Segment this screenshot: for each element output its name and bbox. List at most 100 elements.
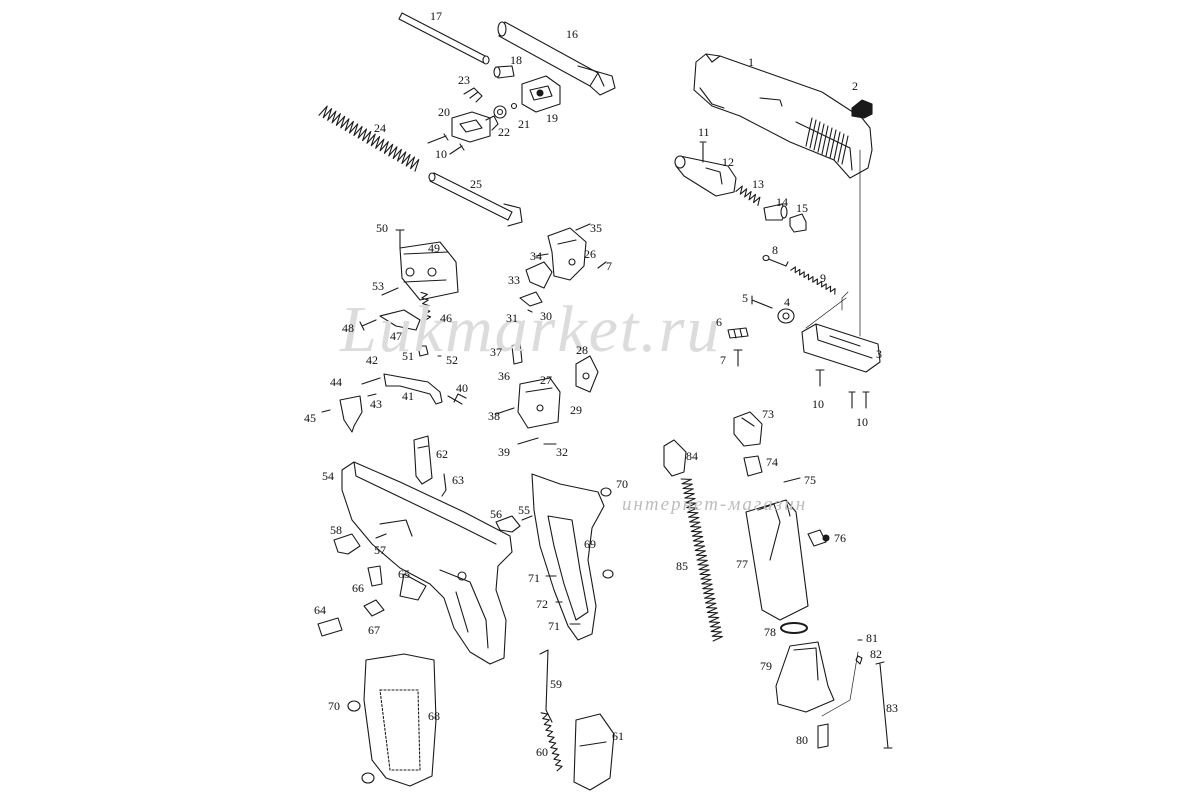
callout-72: 72 bbox=[536, 597, 548, 611]
callout-57: 57 bbox=[374, 543, 386, 557]
part-73-block bbox=[733, 411, 763, 447]
callout-51: 51 bbox=[402, 349, 414, 363]
part-17-guide-tube bbox=[398, 12, 490, 65]
callout-64: 64 bbox=[314, 603, 326, 617]
callout-49: 49 bbox=[428, 241, 440, 255]
part-60-spring bbox=[540, 712, 563, 772]
callout-3: 3 bbox=[876, 347, 882, 361]
part-62-magazine-catch bbox=[413, 435, 433, 485]
part-6-spring-cap bbox=[727, 327, 749, 339]
part-61-grip-housing bbox=[573, 713, 615, 791]
callout-85: 85 bbox=[676, 559, 688, 573]
part-74-block bbox=[743, 455, 763, 477]
part-10-screw-a bbox=[427, 133, 449, 144]
callout-79: 79 bbox=[760, 659, 772, 673]
callout-54: 54 bbox=[322, 469, 334, 483]
callout-35: 35 bbox=[590, 221, 602, 235]
callout-55: 55 bbox=[518, 503, 530, 517]
part-46-spring bbox=[420, 291, 432, 321]
callout-10-b: 10 bbox=[812, 397, 824, 411]
callout-12: 12 bbox=[722, 155, 734, 169]
part-84-follower-cap bbox=[663, 439, 687, 477]
callout-68: 68 bbox=[428, 709, 440, 723]
part-9-spring bbox=[790, 266, 836, 295]
callout-28: 28 bbox=[576, 343, 588, 357]
part-8-plunger bbox=[762, 254, 789, 267]
callout-43: 43 bbox=[370, 397, 382, 411]
part-10-screw-e bbox=[862, 391, 870, 409]
callout-74: 74 bbox=[766, 455, 778, 469]
callout-31: 31 bbox=[506, 311, 518, 325]
part-4-roller bbox=[777, 308, 795, 324]
part-57-screw bbox=[375, 533, 387, 539]
callout-39: 39 bbox=[498, 445, 510, 459]
part-56-latch bbox=[495, 515, 521, 533]
callout-1: 1 bbox=[748, 55, 754, 69]
callout-82: 82 bbox=[870, 647, 882, 661]
callout-71-b: 71 bbox=[548, 619, 560, 633]
callout-32: 32 bbox=[556, 445, 568, 459]
part-44-trigger bbox=[339, 395, 363, 433]
part-42-43-pins bbox=[361, 377, 381, 397]
callout-7-a: 7 bbox=[606, 259, 612, 273]
callout-18: 18 bbox=[510, 53, 522, 67]
callout-77: 77 bbox=[736, 557, 748, 571]
callout-81: 81 bbox=[866, 631, 878, 645]
part-70-screw-d bbox=[361, 772, 375, 784]
callout-7-b: 7 bbox=[720, 353, 726, 367]
part-40-spring bbox=[447, 393, 467, 405]
callout-84: 84 bbox=[686, 449, 698, 463]
part-12-nozzle bbox=[674, 155, 737, 197]
part-21-22-nut-washer bbox=[493, 102, 518, 119]
callout-58: 58 bbox=[330, 523, 342, 537]
part-45-pin bbox=[321, 409, 331, 413]
part-54-frame bbox=[341, 461, 513, 665]
callout-46: 46 bbox=[440, 311, 452, 325]
part-41-bar bbox=[383, 373, 443, 405]
part-13-spring bbox=[735, 185, 761, 206]
callout-2: 2 bbox=[852, 79, 858, 93]
callout-17: 17 bbox=[430, 9, 442, 23]
callout-34: 34 bbox=[530, 249, 542, 263]
callout-56: 56 bbox=[490, 507, 502, 521]
callout-37: 37 bbox=[490, 345, 502, 359]
part-51-52-pins bbox=[417, 345, 442, 357]
part-19-hop-up-block bbox=[521, 75, 561, 113]
part-77-magazine bbox=[745, 499, 809, 621]
callout-70-a: 70 bbox=[616, 477, 628, 491]
callout-73: 73 bbox=[762, 407, 774, 421]
part-39-pin bbox=[517, 437, 539, 445]
part-53-pin bbox=[381, 287, 399, 296]
callout-78: 78 bbox=[764, 625, 776, 639]
part-63-spring bbox=[441, 473, 447, 497]
part-10-screw-c bbox=[815, 369, 825, 387]
callout-10-a: 10 bbox=[435, 147, 447, 161]
callout-61: 61 bbox=[612, 729, 624, 743]
callout-40: 40 bbox=[456, 381, 468, 395]
callout-44: 44 bbox=[330, 375, 342, 389]
part-71-pins bbox=[545, 575, 581, 625]
callout-83: 83 bbox=[886, 701, 898, 715]
callout-19: 19 bbox=[546, 111, 558, 125]
part-33-34-hammer bbox=[525, 253, 553, 289]
part-20-chamber-block bbox=[451, 111, 499, 143]
callout-50: 50 bbox=[376, 221, 388, 235]
part-35-screw bbox=[575, 223, 591, 231]
callout-71-a: 71 bbox=[528, 571, 540, 585]
part-36-37-spring bbox=[511, 341, 523, 365]
callout-11: 11 bbox=[698, 125, 710, 139]
callout-65: 65 bbox=[398, 567, 410, 581]
callout-8: 8 bbox=[772, 243, 778, 257]
callout-47: 47 bbox=[390, 329, 402, 343]
part-26-housing bbox=[547, 227, 587, 281]
part-80-screw bbox=[817, 723, 829, 749]
watermark-main: Lukmarket.ru bbox=[340, 293, 722, 366]
callout-42: 42 bbox=[366, 353, 378, 367]
part-69-grip-panel-right bbox=[531, 473, 605, 641]
part-3-guide-cover bbox=[801, 323, 881, 373]
part-68-grip-panel-left bbox=[363, 653, 437, 787]
callout-6: 6 bbox=[716, 315, 722, 329]
callout-33: 33 bbox=[508, 273, 520, 287]
